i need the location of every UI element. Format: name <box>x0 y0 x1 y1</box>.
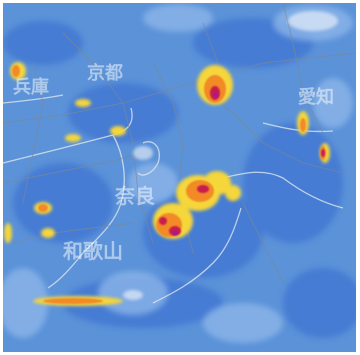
rain-radar-map[interactable]: 兵庫 京都 愛知 奈良 和歌山 <box>3 3 356 352</box>
extreme-rain-cells <box>172 92 219 236</box>
coastline-lines <box>3 94 344 304</box>
cloud-edge-glow <box>123 11 338 300</box>
radar-overlay <box>3 3 356 352</box>
